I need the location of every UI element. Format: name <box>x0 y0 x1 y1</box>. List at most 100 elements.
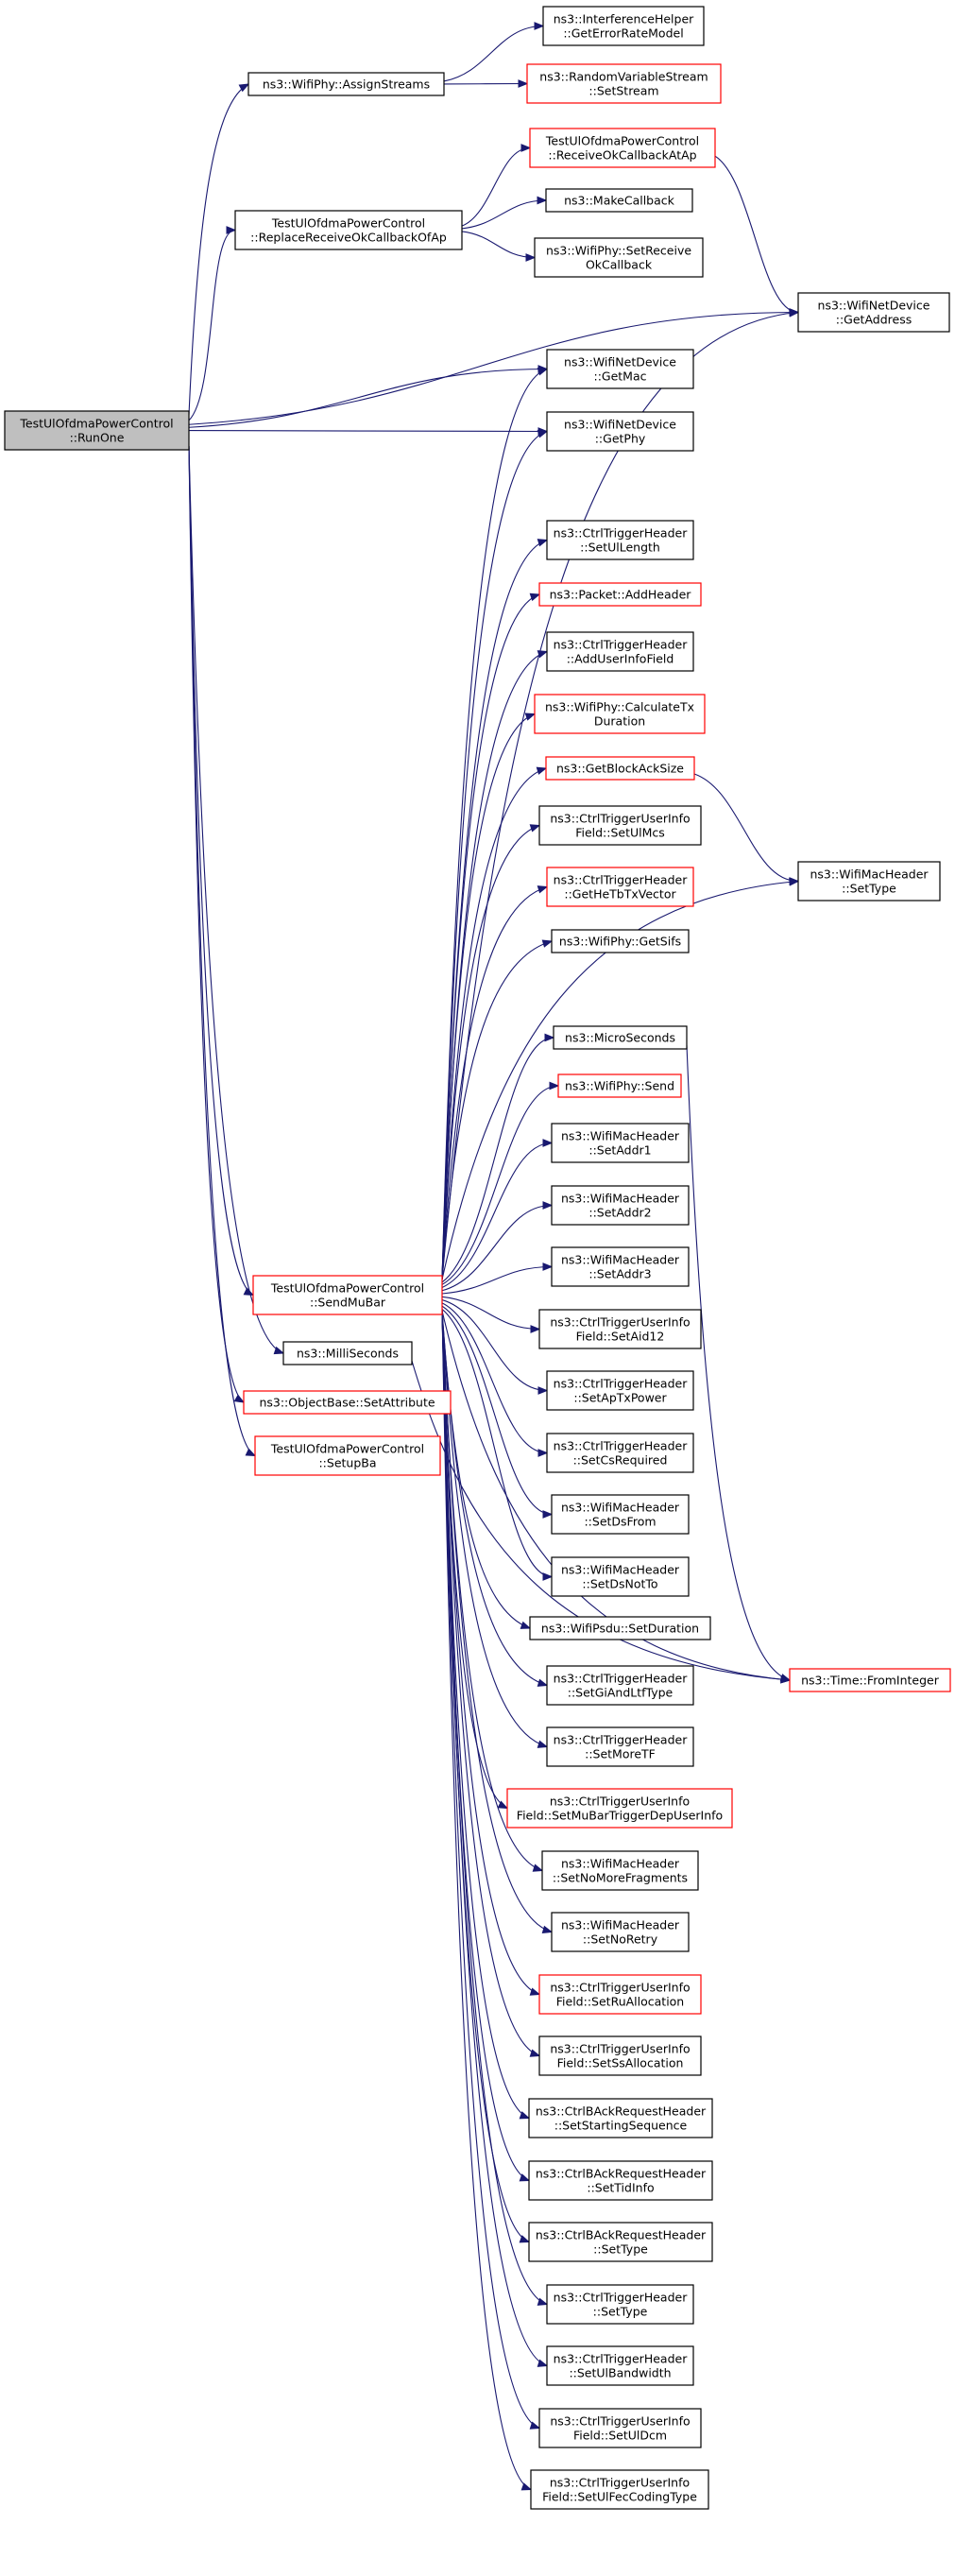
node-ns3-wifimacheader-setaddr3[interactable]: ns3::WifiMacHeader::SetAddr3 <box>551 1246 690 1287</box>
node-box <box>234 210 463 250</box>
edge-line <box>686 1044 791 1681</box>
node-ns3-time-frominteger[interactable]: ns3::Time::FromInteger <box>789 1668 951 1692</box>
node-ns3-wifimacheader-setaddr1[interactable]: ns3::WifiMacHeader::SetAddr1 <box>551 1123 690 1163</box>
edge-arrowhead <box>537 2359 549 2367</box>
node-label: ns3::WifiPhy::AssignStreams <box>263 77 430 92</box>
edge-testulofdmapowercontrol-sendmubar-to-ns3-ctrltriggeruserinfofield-setruallocation <box>441 1310 541 1996</box>
node-ns3-wifimacheader-setnoretry[interactable]: ns3::WifiMacHeader::SetNoRetry <box>551 1912 690 1952</box>
node-testulofdmapowercontrol-receiveokcallbackatap[interactable]: TestUlOfdmaPowerControl::ReceiveOkCallba… <box>529 128 716 168</box>
node-ns3-ctrltriggerheader-gethetbtxvector[interactable]: ns3::CtrlTriggerHeader::GetHeTbTxVector <box>546 867 694 907</box>
node-testulofdmapowercontrol-runone[interactable]: TestUlOfdmaPowerControl::RunOne <box>4 410 190 451</box>
node-ns3-milliseconds[interactable]: ns3::MilliSeconds <box>282 1341 413 1365</box>
node-ns3-wifiphy-getsifs[interactable]: ns3::WifiPhy::GetSifs <box>551 929 690 953</box>
node-ns3-wifiphy-send[interactable]: ns3::WifiPhy::Send <box>557 1073 682 1098</box>
node-ns3-wifinetdevice-getmac[interactable]: ns3::WifiNetDevice::GetMac <box>546 349 694 389</box>
node-box <box>546 1433 694 1473</box>
node-label: ns3::Packet::AddHeader <box>550 588 692 602</box>
node-ns3-ctrltriggerheader-setmoretf[interactable]: ns3::CtrlTriggerHeader::SetMoreTF <box>546 1726 694 1767</box>
edge-line <box>461 199 547 230</box>
node-label: ns3::CtrlBAckRequestHeader <box>536 2104 707 2119</box>
node-box <box>243 1390 452 1415</box>
node-box <box>557 1073 682 1098</box>
node-ns3-ctrltriggerheader-setulbandwidth[interactable]: ns3::CtrlTriggerHeader::SetUlBandwidth <box>546 2345 694 2386</box>
node-ns3-ctrltriggerheader-setcsrequired[interactable]: ns3::CtrlTriggerHeader::SetCsRequired <box>546 1433 694 1473</box>
edge-arrowhead <box>497 1800 509 1810</box>
node-ns3-ctrltriggerheader-setullength[interactable]: ns3::CtrlTriggerHeader::SetUlLength <box>546 520 694 560</box>
node-label: ns3::CtrlTriggerUserInfo <box>550 2414 690 2429</box>
node-ns3-wifimacheader-setdsfrom[interactable]: ns3::WifiMacHeader::SetDsFrom <box>551 1494 690 1535</box>
node-box <box>252 1275 443 1315</box>
node-box <box>797 292 950 333</box>
node-ns3-wifimacheader-setdsnotto[interactable]: ns3::WifiMacHeader::SetDsNotTo <box>551 1556 690 1597</box>
node-ns3-ctrlbackrequestheader-settype[interactable]: ns3::CtrlBAckRequestHeader::SetType <box>528 2222 713 2262</box>
edge-testulofdmapowercontrol-sendmubar-to-ns3-ctrltriggerheader-gethetbtxvector <box>441 885 549 1280</box>
node-box <box>545 756 695 781</box>
node-testulofdmapowercontrol-sendmubar[interactable]: TestUlOfdmaPowerControl::SendMuBar <box>252 1275 443 1315</box>
node-ns3-ctrltriggerheader-setaptxpower[interactable]: ns3::CtrlTriggerHeader::SetApTxPower <box>546 1370 694 1411</box>
node-label: ::SetAddr1 <box>588 1143 651 1158</box>
edge-testulofdmapowercontrol-runone-to-ns3-wifiphy-assignstreams <box>188 83 250 416</box>
node-ns3-ctrltriggeruserinfofield-setulfeccodingtype[interactable]: ns3::CtrlTriggerUserInfoField::SetUlFecC… <box>530 2469 709 2510</box>
edge-arrowhead <box>226 226 237 234</box>
node-ns3-packet-addheader[interactable]: ns3::Packet::AddHeader <box>538 582 702 607</box>
node-ns3-ctrltriggeruserinfofield-setruallocation[interactable]: ns3::CtrlTriggerUserInfoField::SetRuAllo… <box>538 1974 702 2015</box>
edge-testulofdmapowercontrol-sendmubar-to-ns3-ctrlbackrequestheader-settidinfo <box>441 1310 531 2182</box>
node-ns3-wifiphy-assignstreams[interactable]: ns3::WifiPhy::AssignStreams <box>247 72 445 96</box>
node-ns3-wifipsdu-setduration[interactable]: ns3::WifiPsdu::SetDuration <box>529 1616 711 1640</box>
node-box <box>534 694 706 734</box>
node-label: TestUlOfdmaPowerControl <box>270 1442 424 1456</box>
node-ns3-objectbase-setattribute[interactable]: ns3::ObjectBase::SetAttribute <box>243 1390 452 1415</box>
node-ns3-randomvariablestream-setstream[interactable]: ns3::RandomVariableStream::SetStream <box>526 63 722 104</box>
node-ns3-wifimacheader-setnomorefragments[interactable]: ns3::WifiMacHeader::SetNoMoreFragments <box>541 1850 699 1891</box>
node-box <box>797 861 941 902</box>
node-ns3-ctrltriggerheader-adduserinfofield[interactable]: ns3::CtrlTriggerHeader::AddUserInfoField <box>546 631 694 672</box>
node-label: ns3::WifiPhy::GetSifs <box>559 935 681 949</box>
edge-testulofdmapowercontrol-sendmubar-to-ns3-wifimacheader-setnoretry <box>441 1310 554 1934</box>
node-ns3-ctrltriggerheader-setgiandltftype[interactable]: ns3::CtrlTriggerHeader::SetGiAndLtfType <box>546 1665 694 1706</box>
node-testulofdmapowercontrol-setupba[interactable]: TestUlOfdmaPowerControl::SetupBa <box>254 1435 441 1476</box>
node-box <box>538 2035 702 2076</box>
node-ns3-ctrltriggeruserinfofield-setmubartriggerdepuserinfo[interactable]: ns3::CtrlTriggerUserInfoField::SetMuBarT… <box>506 1788 733 1829</box>
node-ns3-ctrlbackrequestheader-setstartingsequence[interactable]: ns3::CtrlBAckRequestHeader::SetStartingS… <box>528 2098 713 2138</box>
node-label: ns3::MicroSeconds <box>565 1031 675 1045</box>
edge-testulofdmapowercontrol-runone-to-ns3-wifinetdevice-getphy <box>188 427 549 436</box>
node-ns3-microseconds[interactable]: ns3::MicroSeconds <box>553 1025 688 1050</box>
node-box <box>538 1974 702 2015</box>
edge-ns3-wifiphy-assignstreams-to-ns3-interferencehelper-geterrorratemodel <box>443 22 545 82</box>
node-label: ns3::WifiNetDevice <box>564 418 676 432</box>
edge-arrowhead <box>534 22 545 30</box>
edge-arrowhead <box>529 1987 541 1996</box>
edge-arrowhead <box>529 2421 541 2430</box>
node-ns3-ctrlbackrequestheader-settidinfo[interactable]: ns3::CtrlBAckRequestHeader::SetTidInfo <box>528 2160 713 2201</box>
edge-line <box>188 445 284 1354</box>
node-label: ns3::WifiPhy::Send <box>565 1079 674 1093</box>
edge-line <box>441 1085 559 1285</box>
node-label: ns3::CtrlTriggerUserInfo <box>550 1981 690 1995</box>
node-ns3-ctrltriggeruserinfofield-setssallocation[interactable]: ns3::CtrlTriggerUserInfoField::SetSsAllo… <box>538 2035 702 2076</box>
node-ns3-wifinetdevice-getaddress[interactable]: ns3::WifiNetDevice::GetAddress <box>797 292 950 333</box>
node-ns3-wifimacheader-setaddr2[interactable]: ns3::WifiMacHeader::SetAddr2 <box>551 1185 690 1226</box>
node-ns3-wifimacheader-settype[interactable]: ns3::WifiMacHeader::SetType <box>797 861 941 902</box>
node-ns3-getblockacksize[interactable]: ns3::GetBlockAckSize <box>545 756 695 781</box>
node-ns3-ctrltriggerheader-settype[interactable]: ns3::CtrlTriggerHeader::SetType <box>546 2284 694 2325</box>
node-ns3-makecallback[interactable]: ns3::MakeCallback <box>545 188 693 213</box>
node-ns3-interferencehelper-geterrorratemodel[interactable]: ns3::InterferenceHelper::GetErrorRateMod… <box>542 6 705 46</box>
node-label: ::SetTidInfo <box>587 2181 654 2195</box>
node-label: Field::SetRuAllocation <box>556 1995 684 2009</box>
edge-arrowhead <box>519 2111 531 2120</box>
node-box <box>282 1341 413 1365</box>
node-testulofdmapowercontrol-replacereceiveokcallbackofap[interactable]: TestUlOfdmaPowerControl::ReplaceReceiveO… <box>234 210 463 250</box>
edge-line <box>188 445 254 1296</box>
edge-testulofdmapowercontrol-sendmubar-to-ns3-wifimacheader-setdsnotto <box>441 1308 554 1581</box>
node-ns3-wifinetdevice-getphy[interactable]: ns3::WifiNetDevice::GetPhy <box>546 411 694 452</box>
edge-arrowhead <box>520 1621 532 1629</box>
node-label: ::SetType <box>593 2242 648 2257</box>
edge-testulofdmapowercontrol-sendmubar-to-ns3-ctrltriggeruserinfofield-setaid12 <box>441 1296 541 1333</box>
node-box <box>789 1668 951 1692</box>
